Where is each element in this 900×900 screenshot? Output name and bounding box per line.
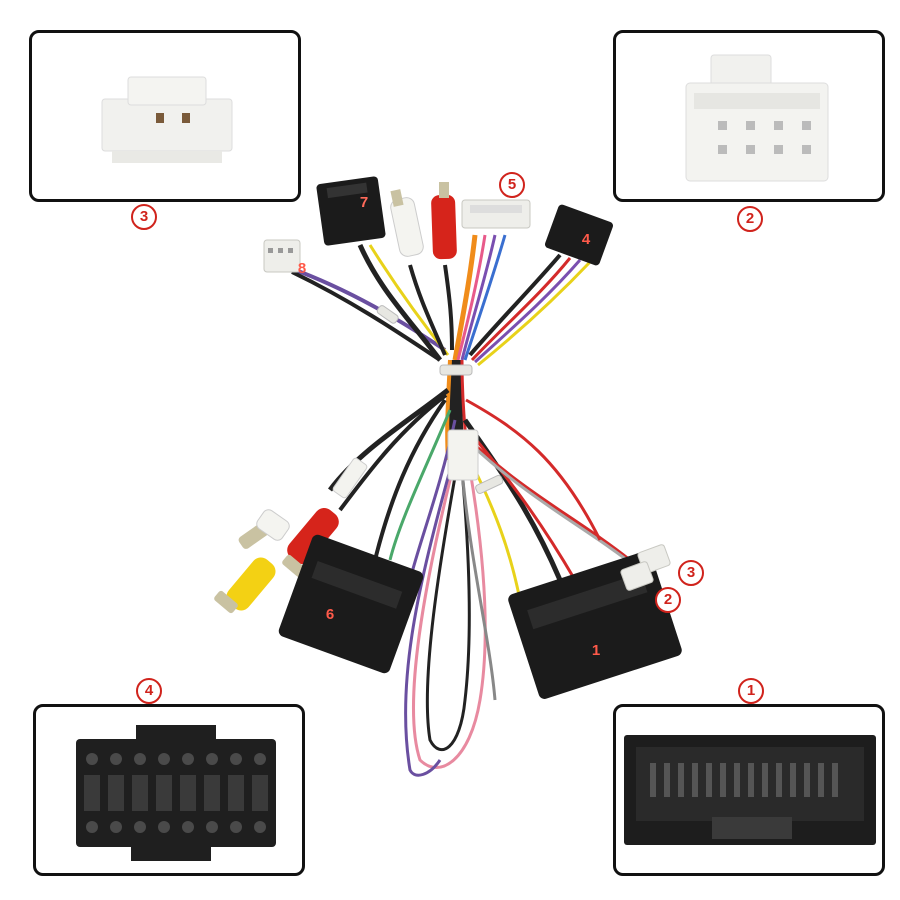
harness-label-8: 8 — [297, 260, 307, 277]
harness-label-3: 3 — [678, 560, 704, 586]
callout-label: 3 — [139, 208, 149, 225]
detail-box-connector-1 — [613, 704, 885, 876]
callout-label: 4 — [144, 682, 154, 699]
callout-1-badge: 1 — [738, 678, 764, 704]
harness-label-7: 7 — [359, 194, 369, 211]
harness-label-2: 2 — [655, 587, 681, 613]
connector-4-illustration — [76, 725, 276, 861]
harness-label-5: 5 — [499, 172, 525, 198]
harness-label-4: 4 — [581, 231, 591, 248]
callout-4-badge: 4 — [136, 678, 162, 704]
detail-box-connector-3 — [29, 30, 301, 202]
callout-3-badge: 3 — [131, 204, 157, 230]
connector-2-illustration — [685, 54, 829, 182]
harness-label-6: 6 — [325, 606, 335, 623]
detail-box-connector-4 — [33, 704, 305, 876]
harness-label-1: 1 — [591, 642, 601, 659]
connector-3-illustration — [101, 76, 233, 163]
callout-label: 1 — [746, 682, 756, 699]
connector-1-illustration — [624, 735, 876, 845]
callout-2-badge: 2 — [737, 206, 763, 232]
detail-box-connector-2 — [613, 30, 885, 202]
callout-label: 2 — [745, 210, 755, 227]
